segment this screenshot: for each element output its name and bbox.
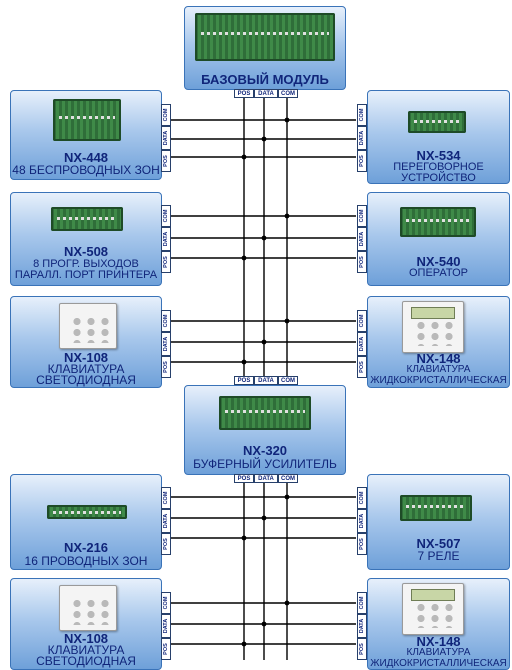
port-data-label: DATA bbox=[161, 509, 171, 533]
port-com-label: COM bbox=[357, 310, 367, 332]
left-module-2-panel: NX-508 8 ПРОГР. ВЫХОДОВ ПАРАЛЛ. ПОРТ ПРИ… bbox=[10, 192, 162, 286]
port-pos-label: POS bbox=[234, 474, 254, 483]
left-module-2-description: 8 ПРОГР. ВЫХОДОВ ПАРАЛЛ. ПОРТ ПРИНТЕРА bbox=[14, 258, 158, 281]
port-pos-label: POS bbox=[357, 638, 367, 660]
left-module-1-image bbox=[53, 99, 121, 141]
port-pos-label: POS bbox=[234, 376, 254, 385]
port-com-label: COM bbox=[278, 89, 298, 98]
port-data-label: DATA bbox=[254, 89, 278, 98]
buffer-output-ports: POS DATA COM bbox=[234, 474, 298, 483]
right-module-4-image bbox=[400, 495, 472, 521]
right-module-2-image bbox=[400, 207, 476, 237]
port-pos-label: POS bbox=[161, 251, 171, 273]
port-com-label: COM bbox=[278, 376, 298, 385]
right-module-4-description: 7 РЕЛЕ bbox=[417, 549, 460, 563]
buffer-name: NX-320 bbox=[242, 443, 288, 458]
right-module-5-image bbox=[402, 583, 464, 635]
base-module-board-image bbox=[195, 13, 335, 61]
right-module-3-image bbox=[402, 301, 464, 353]
port-data-label: DATA bbox=[357, 126, 367, 150]
port-com-label: COM bbox=[357, 487, 367, 509]
port-pos-label: POS bbox=[161, 150, 171, 172]
buffer-input-ports: POS DATA COM bbox=[234, 376, 298, 385]
left-module-4-panel: NX-216 16 ПРОВОДНЫХ ЗОН bbox=[10, 474, 162, 570]
left-module-3-description: КЛАВИАТУРА СВЕТОДИОДНАЯ bbox=[36, 362, 136, 387]
port-pos-label: POS bbox=[234, 89, 254, 98]
port-data-label: DATA bbox=[161, 126, 171, 150]
port-com-label: COM bbox=[278, 474, 298, 483]
port-data-label: DATA bbox=[161, 332, 171, 356]
port-pos-label: POS bbox=[357, 356, 367, 378]
left-module-4-description: 16 ПРОВОДНЫХ ЗОН bbox=[24, 554, 148, 568]
right-module-1-name: NX-534 bbox=[416, 148, 461, 163]
base-module-ports: POS DATA COM bbox=[234, 89, 298, 98]
port-data-label: DATA bbox=[357, 227, 367, 251]
port-pos-label: POS bbox=[161, 533, 171, 555]
left-module-3-name: NX-108 bbox=[63, 350, 109, 365]
right-module-2-description: ОПЕРАТОР bbox=[409, 267, 468, 279]
left-module-4-image bbox=[47, 505, 127, 519]
buffer-board-image bbox=[219, 396, 311, 430]
port-com-label: COM bbox=[161, 592, 171, 614]
port-com-label: COM bbox=[357, 104, 367, 126]
left-module-1-description: 48 БЕСПРОВОДНЫХ ЗОН bbox=[12, 163, 160, 177]
port-com-label: COM bbox=[161, 104, 171, 126]
port-pos-label: POS bbox=[161, 638, 171, 660]
right-module-5-panel: NX-148 КЛАВИАТУРА ЖИДКОКРИСТАЛЛИЧЕСКАЯ bbox=[367, 578, 510, 670]
left-module-5-panel: NX-108 КЛАВИАТУРА СВЕТОДИОДНАЯ bbox=[10, 578, 162, 670]
port-pos-label: POS bbox=[357, 150, 367, 172]
left-module-5-description: КЛАВИАТУРА СВЕТОДИОДНАЯ bbox=[36, 643, 136, 668]
right-module-4-panel: NX-507 7 РЕЛЕ bbox=[367, 474, 510, 570]
right-module-1-image bbox=[408, 111, 466, 133]
left-module-2-image bbox=[51, 207, 123, 231]
left-module-5-name: NX-108 bbox=[63, 631, 109, 646]
port-data-label: DATA bbox=[357, 509, 367, 533]
right-module-1-panel: NX-534 ПЕРЕГОВОРНОЕ УСТРОЙСТВО bbox=[367, 90, 510, 184]
right-module-4-name: NX-507 bbox=[416, 536, 461, 551]
right-module-3-description: КЛАВИАТУРА ЖИДКОКРИСТАЛЛИЧЕСКАЯ bbox=[370, 364, 507, 386]
right-module-3-name: NX-148 bbox=[416, 351, 461, 366]
port-data-label: DATA bbox=[254, 474, 278, 483]
base-module-panel: БАЗОВЫЙ МОДУЛЬ bbox=[184, 6, 346, 90]
right-module-2-panel: NX-540 ОПЕРАТОР bbox=[367, 192, 510, 286]
port-data-label: DATA bbox=[357, 614, 367, 638]
right-module-3-panel: NX-148 КЛАВИАТУРА ЖИДКОКРИСТАЛЛИЧЕСКАЯ bbox=[367, 296, 510, 388]
right-module-5-description: КЛАВИАТУРА ЖИДКОКРИСТАЛЛИЧЕСКАЯ bbox=[370, 647, 507, 669]
port-com-label: COM bbox=[161, 487, 171, 509]
port-pos-label: POS bbox=[161, 356, 171, 378]
port-com-label: COM bbox=[357, 592, 367, 614]
port-data-label: DATA bbox=[161, 614, 171, 638]
right-module-2-name: NX-540 bbox=[416, 254, 461, 269]
buffer-module-panel: NX-320 БУФЕРНЫЙ УСИЛИТЕЛЬ bbox=[184, 385, 346, 475]
left-module-5-image bbox=[59, 585, 117, 631]
left-module-3-image bbox=[59, 303, 117, 349]
left-module-3-panel: NX-108 КЛАВИАТУРА СВЕТОДИОДНАЯ bbox=[10, 296, 162, 388]
left-module-2-name: NX-508 bbox=[63, 244, 109, 259]
port-data-label: DATA bbox=[254, 376, 278, 385]
port-data-label: DATA bbox=[161, 227, 171, 251]
port-com-label: COM bbox=[161, 205, 171, 227]
port-pos-label: POS bbox=[357, 251, 367, 273]
port-com-label: COM bbox=[161, 310, 171, 332]
right-module-1-description: ПЕРЕГОВОРНОЕ УСТРОЙСТВО bbox=[393, 161, 484, 184]
left-module-4-name: NX-216 bbox=[63, 540, 109, 555]
base-module-title: БАЗОВЫЙ МОДУЛЬ bbox=[201, 72, 329, 87]
buffer-description: БУФЕРНЫЙ УСИЛИТЕЛЬ bbox=[193, 457, 337, 471]
right-module-5-name: NX-148 bbox=[416, 634, 461, 649]
left-module-1-panel: NX-448 48 БЕСПРОВОДНЫХ ЗОН bbox=[10, 90, 162, 180]
port-com-label: COM bbox=[357, 205, 367, 227]
left-module-1-name: NX-448 bbox=[63, 150, 109, 165]
port-data-label: DATA bbox=[357, 332, 367, 356]
port-pos-label: POS bbox=[357, 533, 367, 555]
